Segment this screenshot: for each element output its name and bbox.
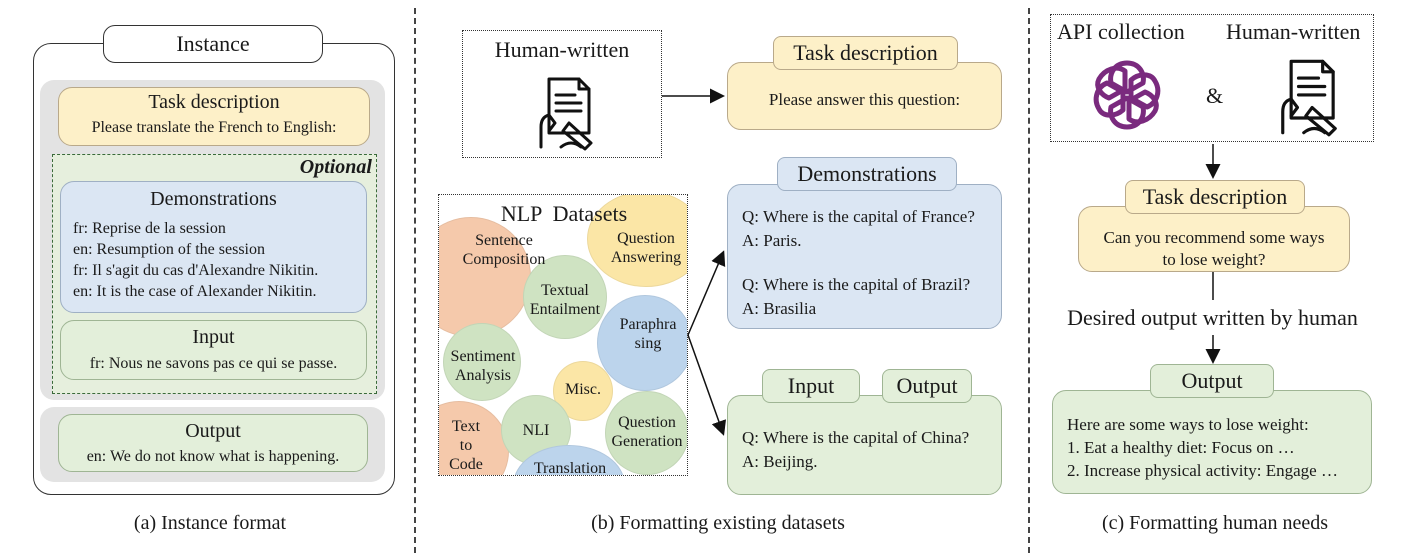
hand-writing-document-icon bbox=[539, 77, 593, 151]
optional-label: Optional bbox=[299, 156, 372, 178]
output-box: Output en: We do not know what is happen… bbox=[58, 414, 368, 472]
task-description-box: Task description Please translate the Fr… bbox=[58, 87, 370, 146]
label-paraphrasing: Paraphra sing bbox=[619, 316, 677, 353]
b-demo-line: Q: Where is the capital of France? bbox=[742, 207, 975, 226]
openai-logo-icon bbox=[1093, 60, 1161, 130]
ampersand: & bbox=[1206, 83, 1224, 108]
api-collection-label: API collection bbox=[1057, 19, 1185, 44]
output-title: Output bbox=[185, 420, 241, 442]
caption-c: (c) Formatting human needs bbox=[1101, 512, 1329, 534]
arrow-nlp-to-demos bbox=[687, 250, 726, 336]
nlp-datasets-box: NLP Datasets Sentence Composition Questi… bbox=[438, 194, 688, 476]
circle-question-answering bbox=[587, 195, 687, 287]
circle-textual-entailment bbox=[523, 255, 607, 339]
divider-left bbox=[414, 8, 416, 553]
b-task-description-title: Task description bbox=[773, 36, 958, 70]
demo-line: en: Resumption of the session bbox=[73, 241, 265, 258]
b-io-box: Q: Where is the capital of China? A: Bei… bbox=[727, 395, 1002, 495]
caption-a: (a) Instance format bbox=[133, 512, 287, 534]
b-demonstrations-lines: Q: Where is the capital of France? A: Pa… bbox=[742, 205, 975, 321]
input-box: Input fr: Nous ne savons pas ce qui se p… bbox=[60, 320, 367, 380]
label-translation: Translation bbox=[533, 460, 607, 476]
label-question-answering: Question Answering bbox=[610, 230, 682, 267]
sources-box: API collection Human-written & bbox=[1050, 14, 1374, 142]
b-task-description-box: Please answer this question: bbox=[727, 62, 1002, 130]
label-text-to-code: Text to Code bbox=[449, 418, 483, 474]
desired-output-label: Desired output written by human bbox=[1067, 305, 1358, 330]
task-description-title: Task description bbox=[148, 91, 280, 113]
label-textual-entailment: Textual Entailment bbox=[529, 282, 601, 319]
hand-writing-document-icon-c bbox=[1281, 59, 1337, 137]
circle-paraphrasing bbox=[597, 295, 687, 391]
b-input-title: Input bbox=[762, 369, 860, 403]
c-task-description-box: Can you recommend some ways to lose weig… bbox=[1078, 206, 1350, 272]
demo-line: en: It is the case of Alexander Nikitin. bbox=[73, 283, 317, 300]
b-demonstrations-title: Demonstrations bbox=[777, 157, 957, 191]
b-io-line: A: Beijing. bbox=[742, 452, 818, 471]
circle-sentiment-analysis bbox=[443, 323, 521, 401]
input-title: Input bbox=[192, 326, 235, 348]
demonstrations-box: Demonstrations fr: Reprise de la session… bbox=[60, 181, 367, 313]
nlp-datasets-title: NLP Datasets bbox=[500, 201, 628, 226]
human-written-box: Human-written bbox=[462, 30, 662, 158]
caption-b: (b) Formatting existing datasets bbox=[591, 512, 845, 534]
demonstrations-lines: fr: Reprise de la session en: Resumption… bbox=[73, 218, 318, 302]
label-sentiment-analysis: Sentiment Analysis bbox=[450, 348, 516, 385]
divider-right bbox=[1028, 8, 1030, 553]
c-output-box: Here are some ways to lose weight: 1. Ea… bbox=[1052, 390, 1372, 494]
b-output-title: Output bbox=[882, 369, 972, 403]
circle-question-generation bbox=[605, 391, 687, 475]
b-demonstrations-box: Q: Where is the capital of France? A: Pa… bbox=[727, 184, 1002, 329]
task-description-text: Please translate the French to English: bbox=[91, 119, 337, 136]
human-written-label: Human-written bbox=[494, 37, 630, 62]
b-task-description-text: Please answer this question: bbox=[768, 90, 961, 109]
circle-sentence-composition bbox=[439, 217, 531, 337]
b-io-lines: Q: Where is the capital of China? A: Bei… bbox=[742, 426, 969, 474]
label-misc: Misc. bbox=[565, 381, 601, 398]
b-demo-line: A: Brasilia bbox=[742, 299, 817, 318]
b-demo-line: A: Paris. bbox=[742, 231, 802, 250]
label-nli: NLI bbox=[522, 422, 550, 439]
c-task-description-lines: Can you recommend some ways to lose weig… bbox=[1103, 228, 1325, 269]
instance-label: Instance bbox=[103, 25, 323, 63]
demo-line: fr: Il s'agit du cas d'Alexandre Nikitin… bbox=[73, 262, 319, 279]
demonstrations-title: Demonstrations bbox=[150, 188, 277, 210]
b-demo-line: Q: Where is the capital of Brazil? bbox=[742, 275, 971, 294]
c-task-description-title: Task description bbox=[1125, 180, 1305, 214]
label-sentence-composition: Sentence Composition bbox=[462, 232, 546, 269]
b-io-line: Q: Where is the capital of China? bbox=[742, 428, 970, 447]
input-text: fr: Nous ne savons pas ce qui se passe. bbox=[89, 355, 338, 372]
human-written-label-c: Human-written bbox=[1226, 19, 1361, 44]
c-output-lines: Here are some ways to lose weight: 1. Ea… bbox=[1067, 415, 1338, 480]
label-question-generation: Question Generation bbox=[611, 414, 683, 451]
arrow-nlp-to-io bbox=[687, 334, 727, 436]
c-output-title: Output bbox=[1150, 364, 1274, 398]
output-text: en: We do not know what is happening. bbox=[86, 448, 340, 465]
demo-line: fr: Reprise de la session bbox=[73, 220, 226, 237]
